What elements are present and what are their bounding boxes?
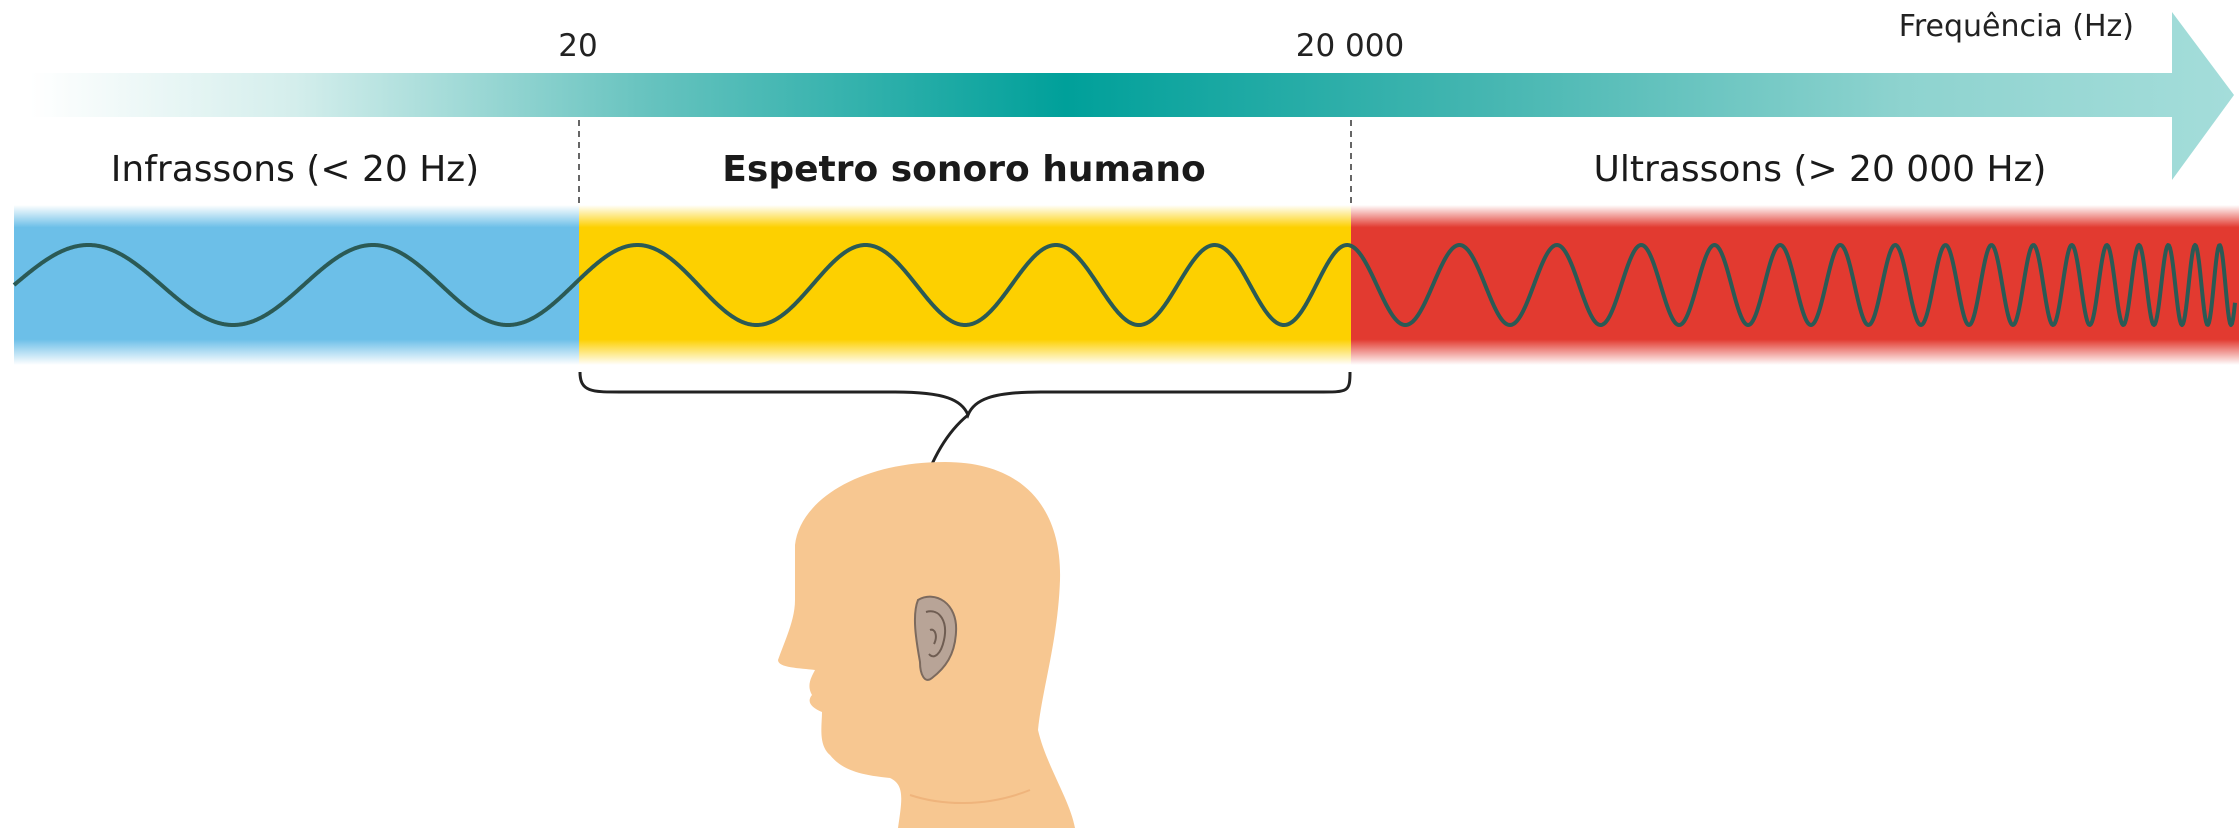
infrasound-band [14, 205, 579, 365]
infrasound-label: Infrassons (< 20 Hz) [111, 149, 479, 190]
tick-label-20000: 20 000 [1296, 28, 1404, 64]
ear-icon [913, 595, 958, 681]
tick-label-20: 20 [558, 28, 597, 64]
audible-band [579, 205, 1351, 365]
frequency-arrow [30, 12, 2234, 180]
axis-title: Frequência (Hz) [1899, 9, 2134, 44]
sound-wave [12, 243, 2237, 327]
frequency-axis: 20 20 000 Frequência (Hz) [30, 9, 2234, 180]
ultrasound-label: Ultrassons (> 20 000 Hz) [1594, 149, 2047, 190]
audible-range-brace [578, 371, 1352, 420]
audible-range-label: Espetro sonoro humano [722, 149, 1205, 190]
